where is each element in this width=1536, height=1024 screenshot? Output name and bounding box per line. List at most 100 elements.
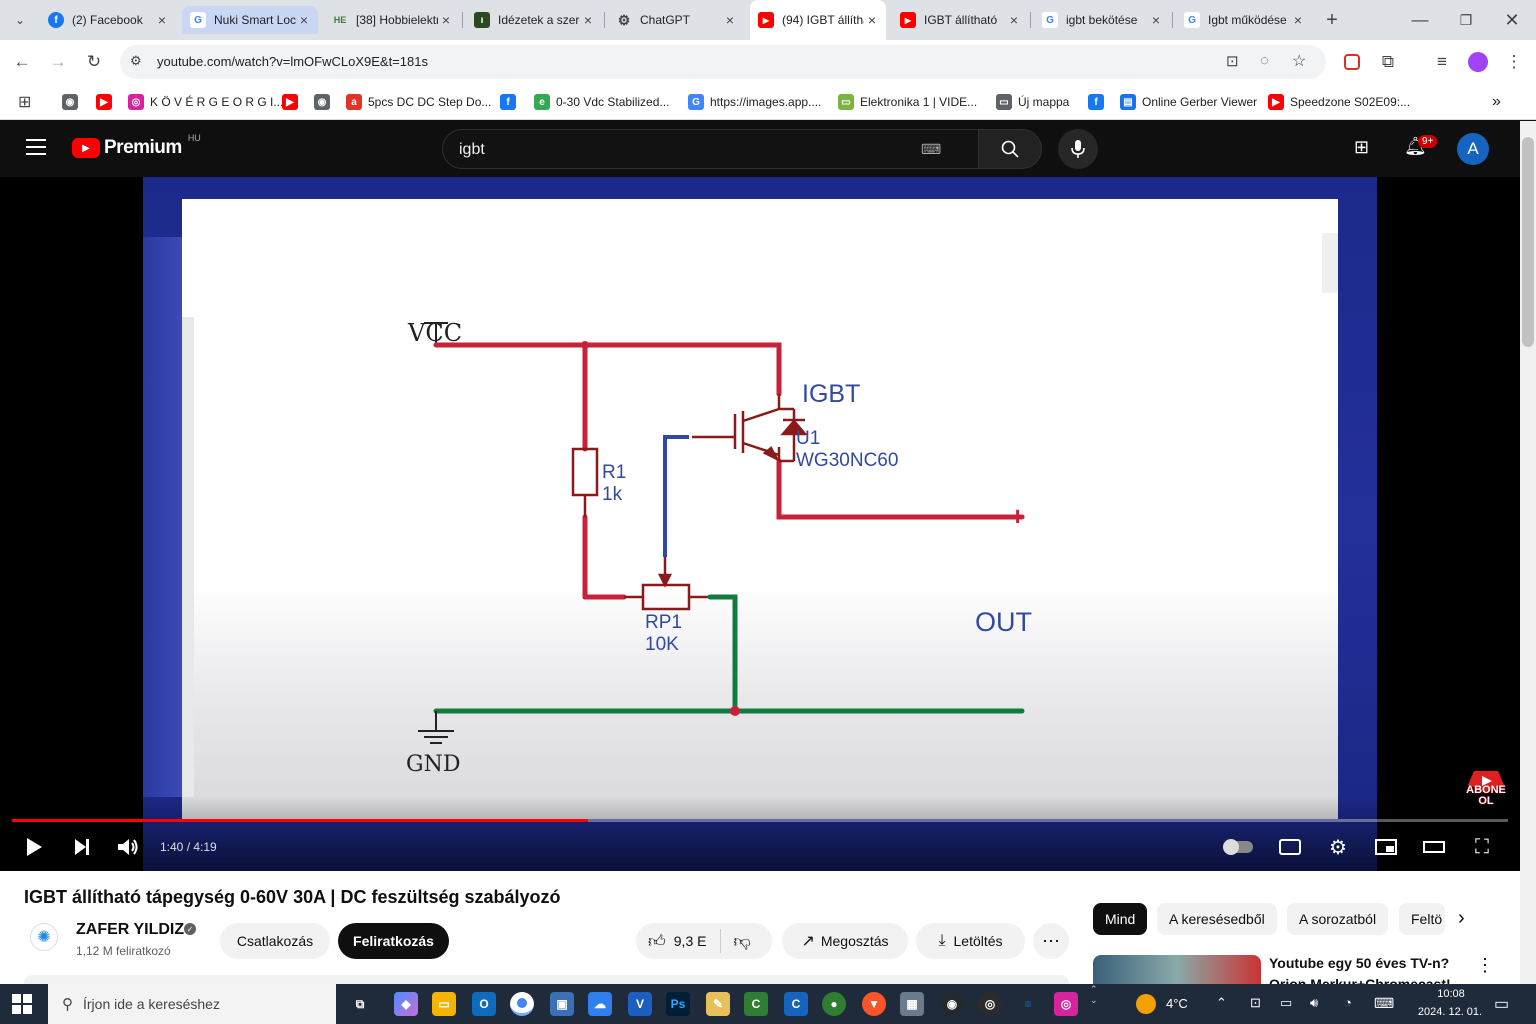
outlook-icon[interactable]: O [472,992,496,1016]
minimize-icon[interactable]: — [1411,10,1429,29]
bookmark-item[interactable]: ◉ [314,92,336,112]
copilot-icon[interactable]: ◆ [394,992,418,1016]
tray-chevron-icon[interactable]: ⌃ [1216,995,1227,1010]
wifi-icon[interactable]: ◔ [1344,995,1352,1010]
bookmark-item[interactable]: ▭Új mappa [996,92,1069,112]
bookmark-item[interactable]: f [500,92,522,112]
tray-app-icon[interactable]: ⊡ [1250,995,1261,1010]
menu-hamburger-icon[interactable] [26,139,46,155]
bookmark-item[interactable]: ▶ [282,92,304,112]
taskbar-overflow-icon[interactable]: ⌃⌄ [1090,984,1098,1005]
bookmark-item[interactable]: ◉ [62,92,84,112]
video-player[interactable]: VCC GND IGBT U1 WG30NC60 R1 1k RP1 10K +… [0,177,1520,871]
media-control-icon[interactable]: ≡ [1437,52,1447,71]
green-drop-icon[interactable]: ● [822,992,846,1016]
vivado-icon[interactable]: V [628,992,652,1016]
windows-start-icon[interactable] [12,994,32,1014]
scrollbar-thumb[interactable] [1522,137,1534,347]
more-actions-icon[interactable]: ⋯ [1033,923,1069,959]
close-icon[interactable]: × [299,12,309,28]
download-button[interactable]: ⤓ Letöltés [916,923,1025,959]
tab-idezetek[interactable]: ı Idézetek a szerelemről × [466,6,602,34]
calculator-icon[interactable]: ▦ [900,992,924,1016]
photoshop-icon[interactable]: Ps [666,992,690,1016]
browser-menu-icon[interactable]: ⋮ [1505,52,1523,71]
obs-icon[interactable]: ◎ [978,992,1002,1016]
close-icon[interactable]: × [1293,12,1303,28]
dislike-icon[interactable]: 👎︎ [733,931,751,951]
bookmark-item[interactable]: f [1088,92,1110,112]
extensions-puzzle-icon[interactable]: ⧉ [1381,52,1395,71]
tab-google-igbt-mukodese[interactable]: G Igbt működése × [1176,6,1312,34]
tab-facebook[interactable]: f (2) Facebook × [40,6,176,34]
search-button[interactable] [978,129,1042,169]
bookmark-item[interactable]: ▭Elektronika 1 | VIDE... [838,92,977,112]
forward-icon[interactable]: → [49,52,67,71]
github-icon[interactable]: ◉ [940,992,964,1016]
subscribe-button[interactable]: Feliratkozás [338,923,449,959]
next-button[interactable] [62,832,102,862]
chrome-icon[interactable] [510,992,534,1016]
paint-icon[interactable]: ✎ [706,992,730,1016]
battery-icon[interactable]: ▭ [1280,995,1293,1010]
green-c-app-icon[interactable]: C [744,992,768,1016]
search-input[interactable]: igbt ⌨ [442,129,979,169]
bookmark-item[interactable]: ▶Speedzone S02E09:... [1268,92,1410,112]
volume-button[interactable] [108,832,148,862]
close-icon[interactable]: × [867,12,877,28]
tab-google-igbt-bekotese[interactable]: G igbt bekötése × [1034,6,1170,34]
tab-search-button[interactable]: ⌄ [14,13,26,27]
file-explorer-icon[interactable]: ▭ [432,992,456,1016]
like-count[interactable]: 9,3 E [673,933,707,949]
notification-center-icon[interactable]: ▭ [1494,996,1510,1013]
window-close-icon[interactable]: ✕ [1504,9,1520,30]
close-icon[interactable]: × [1151,12,1161,28]
bookmark-star-icon[interactable]: ☆ [1292,53,1307,70]
taskbar-search-input[interactable]: ⚲ Írjon ide a kereséshez [48,984,336,1024]
settings-gear-icon[interactable]: ⚙ [1329,836,1347,859]
account-avatar[interactable]: A [1457,133,1489,165]
save-disk-icon[interactable]: ▣ [550,992,574,1016]
tab-youtube-active[interactable]: ▶ (94) IGBT állítható × [750,0,886,40]
back-icon[interactable]: ← [13,52,31,71]
clock-time[interactable]: 10:08 [1437,988,1465,1000]
close-icon[interactable]: × [157,12,167,28]
chip-from-series[interactable]: A sorozatból [1287,903,1389,935]
keyboard-icon[interactable]: ⌨ [921,141,942,157]
chip-from-search[interactable]: A keresésedből [1157,903,1277,935]
tab-hobbielektronika[interactable]: HE [38] Hobbielektronika × [324,6,460,34]
brave-icon[interactable]: ▼ [862,992,886,1016]
extension-red-icon[interactable] [1338,48,1366,76]
tab-nuki[interactable]: G Nuki Smart Lock × [182,6,318,34]
create-video-icon[interactable]: ⊞ [1354,137,1370,157]
play-button[interactable] [14,832,54,862]
miniplayer-button[interactable] [1366,832,1406,862]
apps-grid-icon[interactable]: ⊞ [18,94,32,111]
new-tab-button[interactable]: + [1326,8,1338,31]
description-box[interactable] [24,975,1069,984]
address-bar[interactable]: ⚙ youtube.com/watch?v=lmOFwCLoX9E&t=181s… [120,45,1326,79]
page-scrollbar[interactable] [1520,121,1536,984]
voice-search-button[interactable] [1058,129,1098,169]
keyboard-layout-icon[interactable]: ⌨ [1374,995,1395,1011]
tab-youtube-igbt[interactable]: ▶ IGBT állítható × [892,6,1028,34]
progress-bar[interactable] [12,819,1508,822]
fbp-app-icon[interactable]: ≡ [1024,997,1032,1011]
bookmark-item[interactable]: ▶ [96,92,118,112]
blue-c-app-icon[interactable]: C [784,992,808,1016]
cloud-app-icon[interactable]: ☁ [588,992,612,1016]
close-icon[interactable]: × [441,12,451,28]
close-icon[interactable]: × [725,12,735,28]
bookmark-item[interactable]: ▤Online Gerber Viewer [1120,92,1257,112]
reload-icon[interactable]: ↻ [86,52,102,71]
autoplay-toggle[interactable] [1218,832,1258,862]
task-view-icon[interactable]: ⧉ [355,996,365,1011]
recommendation-title-line2[interactable]: Orion Merkur+Chromecast! [1269,976,1451,984]
channel-avatar[interactable]: ✺ [30,923,58,951]
profile-avatar-icon[interactable] [1464,48,1492,76]
close-icon[interactable]: × [583,12,593,28]
recommendation-menu-icon[interactable]: ⋮ [1476,955,1494,975]
close-icon[interactable]: × [1009,12,1019,28]
